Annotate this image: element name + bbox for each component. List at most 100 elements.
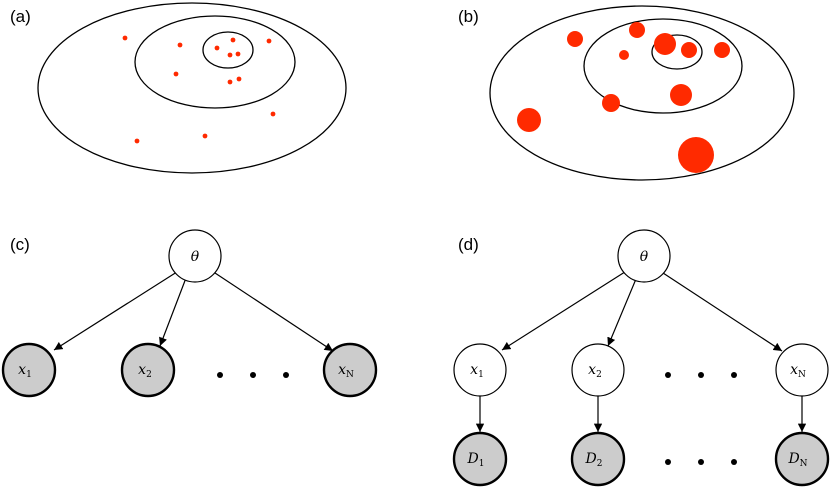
point <box>266 38 272 44</box>
panel-b-label: (b) <box>458 7 479 26</box>
point <box>619 50 629 60</box>
node-circle <box>571 343 625 397</box>
theta-label: θ <box>640 249 649 265</box>
panel-a-label: (a) <box>10 7 31 26</box>
point <box>602 94 620 112</box>
node-subscript: 2 <box>596 370 602 380</box>
theta-node-circle <box>617 229 671 283</box>
node-label: D1 <box>467 451 485 469</box>
dot <box>731 459 737 465</box>
node-label: x1 <box>18 362 32 380</box>
latent-node-x1: x1 <box>453 343 507 397</box>
edge-theta-x2 <box>159 277 187 347</box>
point-cloud-weighted <box>517 22 730 173</box>
edge-theta-x1 <box>53 269 181 351</box>
panel-a: (a) <box>10 2 347 174</box>
point <box>122 35 128 41</box>
node-circle <box>775 343 829 397</box>
latent-node-xN: xN <box>775 343 829 397</box>
point <box>629 22 645 38</box>
panel-d: (d) θ x1 x2 xN D1 D2 <box>452 229 830 487</box>
node-circle <box>120 342 176 398</box>
node-label: D2 <box>585 451 603 469</box>
panel-c: (c) θ x1 x2 xN <box>1 229 378 398</box>
inner-ellipse <box>651 34 703 70</box>
node-label: x1 <box>470 362 484 380</box>
point <box>227 52 233 58</box>
theta-node: θ <box>617 229 671 283</box>
point <box>202 133 208 139</box>
point <box>670 84 692 106</box>
node-subscript: N <box>346 370 354 380</box>
node-var: x <box>138 362 146 378</box>
point <box>230 37 236 43</box>
node-var: D <box>467 451 479 467</box>
theta-node: θ <box>168 229 222 283</box>
observed-node-DN: DN <box>774 431 830 487</box>
node-circle <box>452 431 508 487</box>
edge-theta-xN <box>211 270 334 352</box>
point <box>681 42 697 58</box>
point <box>714 42 730 58</box>
middle-ellipse <box>134 15 296 109</box>
point <box>270 111 276 117</box>
panel-b: (b) <box>458 5 795 181</box>
node-subscript: 1 <box>479 459 485 469</box>
node-subscript: N <box>798 370 806 380</box>
dot <box>217 372 223 378</box>
panel-d-label: (d) <box>458 235 479 254</box>
dot <box>731 372 737 378</box>
node-circle <box>774 431 830 487</box>
node-var: x <box>470 362 478 378</box>
node-label: x2 <box>138 362 152 380</box>
point <box>517 108 541 132</box>
latent-node-x2: x2 <box>571 343 625 397</box>
edge-theta-xN <box>659 270 783 352</box>
point <box>214 45 220 51</box>
node-var: D <box>787 451 799 467</box>
node-var: D <box>585 451 597 467</box>
ellipsis-dots-D <box>665 459 737 465</box>
node-label: x2 <box>588 362 602 380</box>
middle-ellipse <box>583 18 743 114</box>
node-var: x <box>588 362 596 378</box>
point <box>235 51 241 57</box>
point <box>227 79 233 85</box>
node-circle <box>322 342 378 398</box>
observed-node-xN: xN <box>322 342 378 398</box>
dot <box>698 372 704 378</box>
node-circle <box>570 431 626 487</box>
node-circle <box>1 342 57 398</box>
node-subscript: 1 <box>478 370 484 380</box>
theta-node-circle <box>168 229 222 283</box>
node-var: x <box>338 362 346 378</box>
inner-ellipse <box>202 31 254 69</box>
dot <box>698 459 704 465</box>
node-label: xN <box>790 362 806 380</box>
point <box>654 33 676 55</box>
dot <box>283 372 289 378</box>
outer-ellipse <box>37 2 347 174</box>
point-cloud-small <box>122 35 276 144</box>
point <box>134 138 140 144</box>
observed-node-x1: x1 <box>1 342 57 398</box>
dot <box>665 459 671 465</box>
node-subscript: 1 <box>26 370 32 380</box>
theta-label: θ <box>191 249 200 265</box>
ellipsis-dots <box>217 372 289 378</box>
node-var: x <box>18 362 26 378</box>
node-label: DN <box>787 451 807 469</box>
node-subscript: 2 <box>597 459 603 469</box>
point <box>567 31 583 47</box>
dot <box>250 372 256 378</box>
point <box>177 42 183 48</box>
observed-node-D2: D2 <box>570 431 626 487</box>
edge-theta-x2 <box>607 278 637 347</box>
observed-node-D1: D1 <box>452 431 508 487</box>
point <box>173 71 179 77</box>
panel-c-label: (c) <box>10 235 30 254</box>
point <box>678 137 714 173</box>
dot <box>665 372 671 378</box>
node-subscript: 2 <box>146 370 152 380</box>
